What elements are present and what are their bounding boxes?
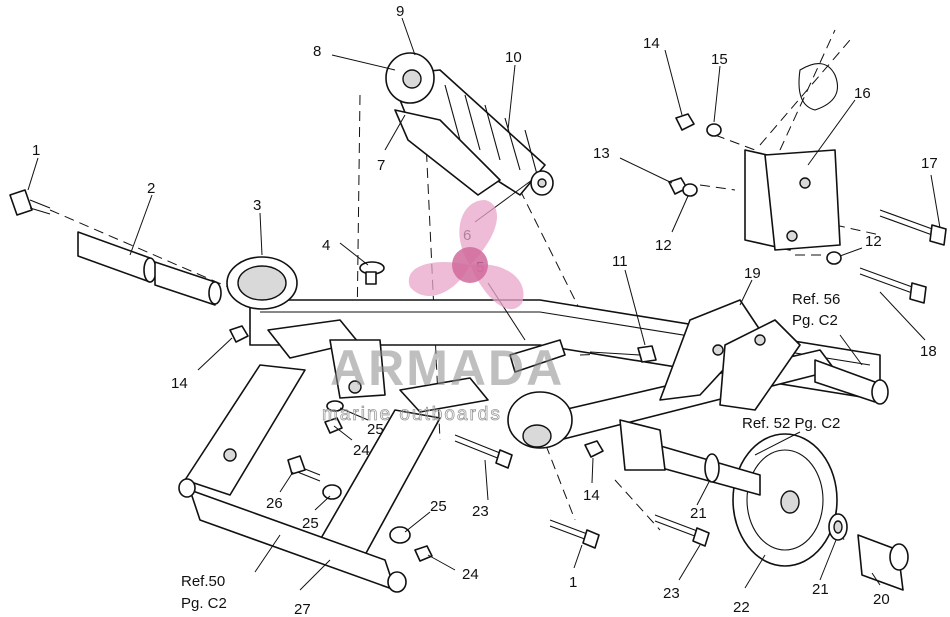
callout-4: 4 <box>322 237 330 254</box>
callout-19: 19 <box>744 265 761 282</box>
callout-17: 17 <box>921 155 938 172</box>
callout-16: 16 <box>854 85 871 102</box>
watermark-tagline: marine outboards <box>322 404 502 425</box>
callout-25-middle: 25 <box>302 515 319 532</box>
ref-56-line1: Ref. 56 <box>792 291 840 308</box>
watermark-brand: ARMADA <box>330 340 564 396</box>
watermark: ARMADA marine outboards <box>322 200 564 425</box>
callout-20: 20 <box>873 591 890 608</box>
callout-labels: 1 2 3 4 5 6 7 8 9 10 11 12 12 13 14 14 1… <box>32 3 938 617</box>
callout-13: 13 <box>593 145 610 162</box>
callout-1-bottom: 1 <box>569 574 577 591</box>
callout-12-right: 12 <box>865 233 882 250</box>
callout-14-center: 14 <box>583 487 600 504</box>
callout-26: 26 <box>266 495 283 512</box>
ref-56-line2: Pg. C2 <box>792 312 838 329</box>
ref-52: Ref. 52 Pg. C2 <box>742 415 840 432</box>
callout-3: 3 <box>253 197 261 214</box>
callout-18: 18 <box>920 343 937 360</box>
callout-14-top: 14 <box>643 35 660 52</box>
callout-12-left: 12 <box>655 237 672 254</box>
callout-21-left: 21 <box>690 505 707 522</box>
idler-wheel-assembly <box>619 419 909 591</box>
callout-2: 2 <box>147 180 155 197</box>
callout-24-lower: 24 <box>462 566 479 583</box>
callout-10: 10 <box>505 49 522 66</box>
callout-14-left: 14 <box>171 375 188 392</box>
callout-8: 8 <box>313 43 321 60</box>
callout-25-lower: 25 <box>430 498 447 515</box>
callout-27: 27 <box>294 601 311 617</box>
callout-15: 15 <box>711 51 728 68</box>
rear-arm-assembly <box>226 256 889 449</box>
callout-24-upper: 24 <box>353 442 370 459</box>
callout-22: 22 <box>733 599 750 616</box>
shock-absorber <box>385 52 554 196</box>
callout-9: 9 <box>396 3 404 20</box>
front-link-assembly <box>178 364 441 593</box>
scissor-block <box>744 63 841 251</box>
callout-21-right: 21 <box>812 581 829 598</box>
callout-25-upper: 25 <box>367 421 384 438</box>
hardware <box>9 113 947 562</box>
callout-1-top: 1 <box>32 142 40 159</box>
callout-11: 11 <box>612 253 628 270</box>
leader-lines <box>27 17 941 591</box>
callout-23-center: 23 <box>472 503 489 520</box>
ref-50-line1: Ref.50 <box>181 573 225 590</box>
callout-7: 7 <box>377 157 385 174</box>
callout-23-right: 23 <box>663 585 680 602</box>
propeller-logo-icon <box>408 200 524 310</box>
ref-50-line2: Pg. C2 <box>181 595 227 612</box>
